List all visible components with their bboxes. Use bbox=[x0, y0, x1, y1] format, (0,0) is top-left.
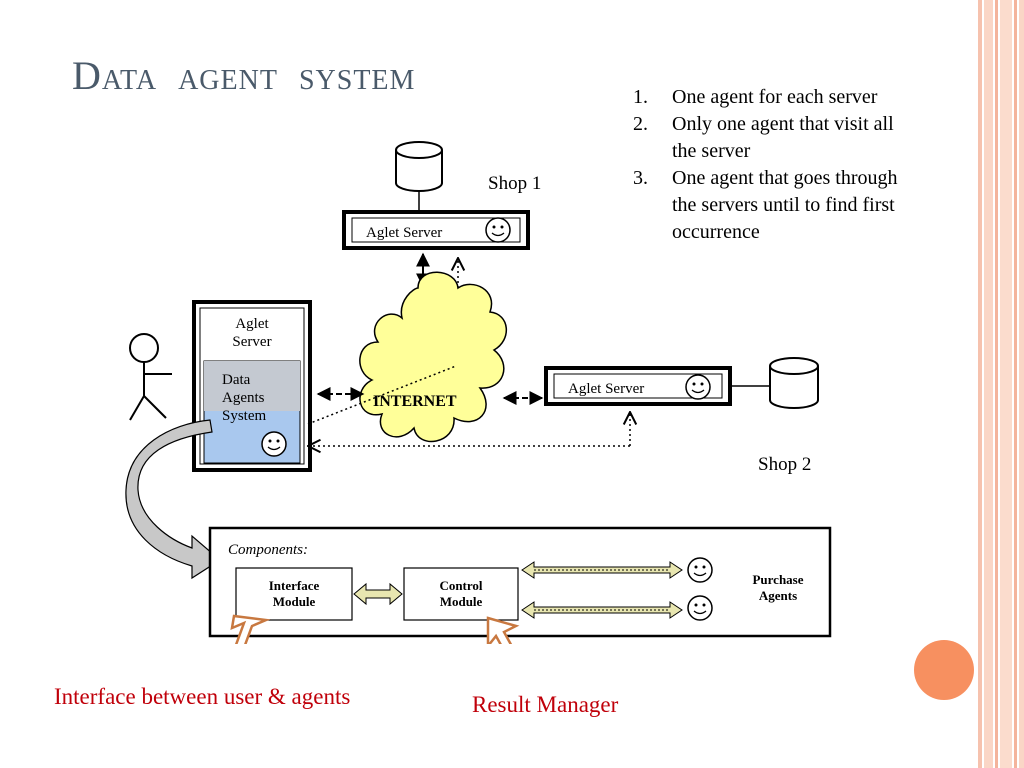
agent-link-arrow bbox=[521, 601, 683, 619]
agent-system-diagram: Shop 1 Aglet Server Aglet Server Data Ag… bbox=[125, 141, 832, 644]
list-item-text: Only one agent that visit all the server bbox=[672, 113, 894, 162]
local-aglet-server: Aglet Server Data Agents System bbox=[192, 300, 312, 472]
aglet-server-label: Aglet Server bbox=[366, 225, 442, 241]
result-manager-caption: Result Manager bbox=[472, 692, 619, 717]
list-item-number: 2. bbox=[633, 113, 648, 135]
smiley-icon bbox=[687, 595, 713, 621]
decor-stripe-3 bbox=[995, 0, 998, 768]
stick-figure-icon bbox=[129, 333, 172, 421]
list-item: 1. One agent for each server bbox=[633, 84, 903, 111]
shop2-label: Shop 2 bbox=[758, 454, 811, 475]
decor-stripe-4 bbox=[1000, 0, 1012, 768]
control-module-label: Control bbox=[439, 578, 482, 593]
outline-arrow bbox=[230, 614, 271, 644]
shop1-label: Shop 1 bbox=[488, 173, 541, 194]
decor-stripe-1 bbox=[978, 0, 982, 768]
smiley-icon bbox=[685, 374, 711, 400]
list-item-number: 3. bbox=[633, 167, 648, 189]
slide-title: Data agent system bbox=[72, 53, 416, 98]
list-item-text: One agent that goes through the servers … bbox=[672, 167, 898, 243]
purchase-agents-label: Purchase bbox=[752, 572, 803, 587]
das-label: Data bbox=[222, 372, 251, 388]
list-item: 2. Only one agent that visit all the ser… bbox=[633, 111, 903, 165]
accent-circle-icon bbox=[914, 640, 974, 700]
local-server-label: Aglet bbox=[235, 316, 269, 332]
dotted-path bbox=[307, 365, 457, 425]
decor-stripe-2 bbox=[984, 0, 993, 768]
aglet-server-label: Aglet Server bbox=[568, 381, 644, 397]
database-icon bbox=[395, 141, 443, 192]
control-module-label: Module bbox=[440, 594, 483, 609]
agent-link-arrow bbox=[521, 561, 683, 579]
cloud-icon: INTERNET bbox=[359, 271, 508, 443]
list-item: 3. One agent that goes through the serve… bbox=[633, 165, 903, 246]
list-item-text: One agent for each server bbox=[672, 86, 878, 108]
purchase-agents-label: Agents bbox=[759, 588, 797, 603]
module-link-arrow bbox=[353, 582, 403, 606]
local-server-label: Server bbox=[232, 334, 271, 350]
smiley-icon bbox=[687, 557, 713, 583]
list-item-number: 1. bbox=[633, 86, 648, 108]
flow-arrow bbox=[125, 419, 222, 580]
database-icon bbox=[769, 357, 819, 409]
das-label: System bbox=[222, 408, 267, 424]
outline-arrow bbox=[486, 616, 520, 644]
das-label: Agents bbox=[222, 390, 265, 406]
smiley-icon bbox=[261, 431, 287, 457]
interface-module-label: Module bbox=[273, 594, 316, 609]
components-label: Components: bbox=[228, 542, 308, 558]
components-box: Components: Interface Module Control Mod… bbox=[208, 526, 832, 638]
internet-label: INTERNET bbox=[373, 393, 457, 410]
decor-stripe-5 bbox=[1014, 0, 1017, 768]
interface-caption: Interface between user & agents bbox=[54, 684, 351, 709]
notes-list: 1. One agent for each server 2. Only one… bbox=[633, 84, 903, 246]
smiley-icon bbox=[485, 217, 511, 243]
decor-stripe-6 bbox=[1019, 0, 1024, 768]
interface-module-label: Interface bbox=[269, 578, 320, 593]
